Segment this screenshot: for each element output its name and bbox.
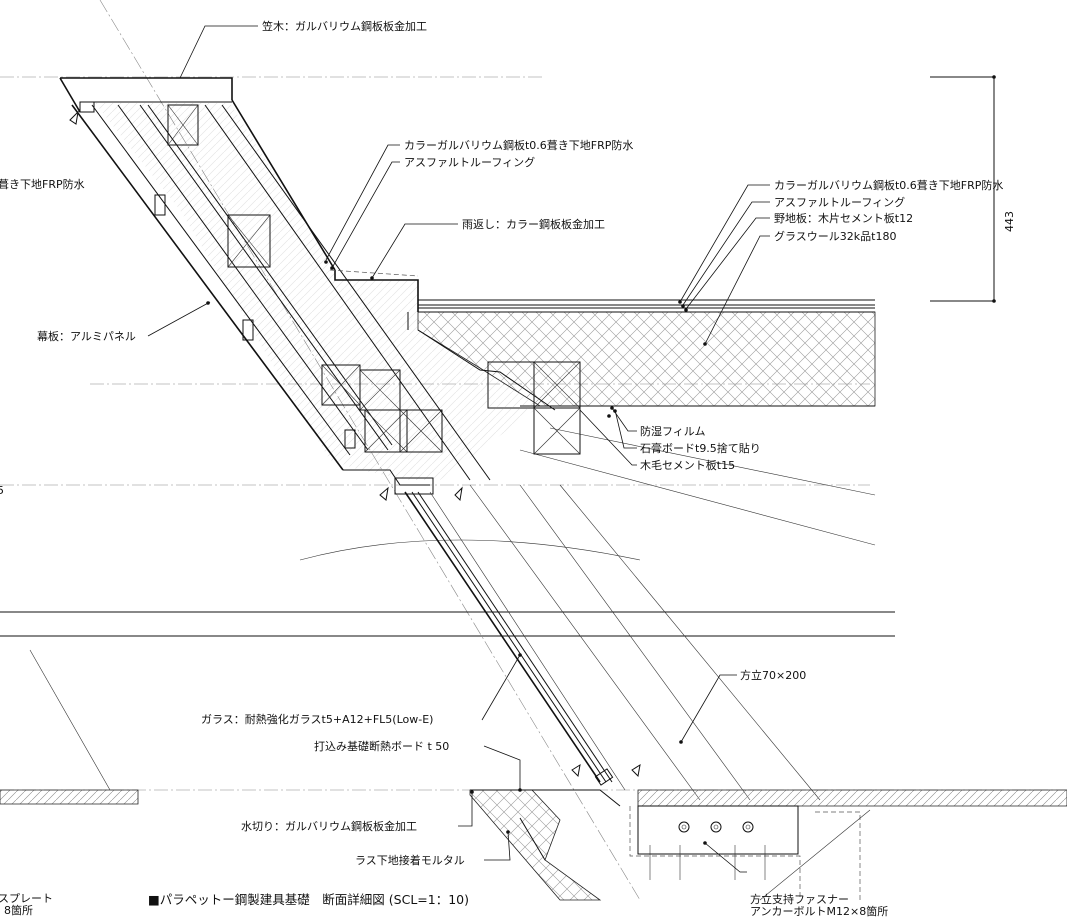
label-left-cut: 葺き下地FRP防水 [0, 177, 85, 191]
label-fastener-2: アンカーボルトM12×8箇所 [750, 904, 888, 918]
drawing-title: ■パラペットー鋼製建具基礎 断面詳細図 (SCL=1：10) [148, 892, 469, 907]
label-mizukiri: 水切り：ガルバリウム鋼板板金加工 [241, 819, 417, 833]
label-roof-upper-2: アスファルトルーフィング [404, 155, 535, 169]
dimension-text-443: 443 [1003, 211, 1016, 232]
wall-blocks [154, 104, 443, 453]
label-bottom-left-1: スプレート [0, 892, 53, 905]
annotation-labels: 笠木：ガルバリウム鋼板板金加工 カラーガルバリウム鋼板t0.6葺き下地FRP防水… [0, 19, 1016, 918]
dimension-443 [930, 75, 996, 303]
label-makuita: 幕板：アルミパネル [37, 329, 136, 343]
label-roof-right-1: カラーガルバリウム鋼板t0.6葺き下地FRP防水 [774, 178, 1003, 192]
reference-lines [0, 427, 895, 791]
label-fastener-1: 方立支持ファスナー [750, 892, 849, 906]
arc-guide [299, 539, 641, 561]
roof-insulation [417, 299, 876, 407]
label-rasu: ラス下地接着モルタル [355, 853, 465, 867]
label-roof-right-4: グラスウール32k品t180 [774, 229, 896, 243]
foundation [0, 789, 1067, 901]
glass-curtain-wall [394, 477, 821, 801]
label-uchikomi: 打込み基礎断熱ボード t 50 [314, 739, 449, 753]
label-kasagi: 笠木：ガルバリウム鋼板板金加工 [262, 19, 427, 33]
label-boshitsu: 防湿フィルム [640, 424, 706, 438]
label-hodate: 方立70×200 [740, 668, 806, 682]
label-roof-right-2: アスファルトルーフィング [774, 195, 905, 209]
label-bottom-left-2: 8箇所 [4, 903, 33, 917]
label-sekko: 石膏ボードt9.5捨て貼り [640, 441, 761, 455]
reference-markers [69, 110, 641, 778]
label-glass: ガラス：耐熱強化ガラスt5+A12+FL5(Low-E) [201, 712, 433, 726]
leader-lines [147, 25, 770, 873]
label-roof-upper-1: カラーガルバリウム鋼板t0.6葺き下地FRP防水 [404, 138, 633, 152]
sloped-wall [71, 99, 556, 486]
label-left-edge-5: 5 [0, 484, 4, 497]
label-roof-right-3: 野地板：木片セメント板t12 [774, 211, 913, 225]
label-amagaeshi: 雨返し：カラー鋼板板金加工 [462, 217, 605, 231]
label-mokumou: 木毛セメント板t15 [640, 458, 735, 472]
leader-dots [206, 260, 707, 845]
